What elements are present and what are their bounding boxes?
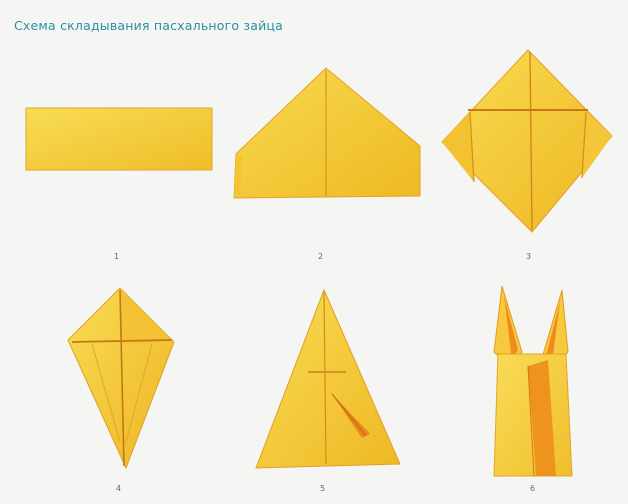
- step-5-illustration: [250, 284, 410, 474]
- step-2-illustration: [230, 64, 426, 204]
- step-4-illustration: [62, 282, 182, 472]
- step-3-number: 3: [526, 252, 531, 261]
- step-2-number: 2: [318, 252, 323, 261]
- step-6-number: 6: [530, 484, 535, 493]
- step-3-illustration: [436, 46, 616, 236]
- step-6-illustration: [476, 282, 586, 478]
- step-5-number: 5: [320, 484, 325, 493]
- diagram-title: Схема складывания пасхального зайца: [14, 18, 283, 33]
- step-1-illustration: [24, 104, 214, 174]
- step-4-number: 4: [116, 484, 121, 493]
- step-1-number: 1: [114, 252, 119, 261]
